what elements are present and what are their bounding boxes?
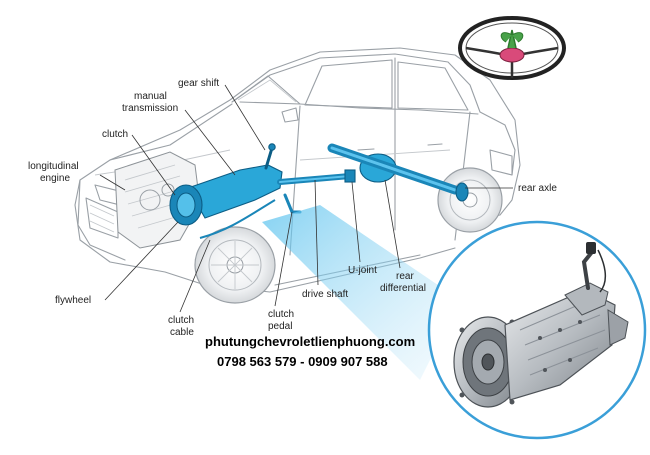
label-flywheel: flywheel bbox=[55, 295, 91, 306]
part-labels: gear shift manual transmission clutch lo… bbox=[28, 78, 557, 338]
car-body bbox=[74, 47, 521, 293]
label-drive-shaft: drive shaft bbox=[302, 289, 348, 300]
transmission-callout bbox=[427, 220, 647, 440]
rear-wheel bbox=[437, 167, 503, 233]
label-clutch-cable-1: clutch bbox=[168, 315, 194, 326]
drivetrain-highlight bbox=[169, 143, 469, 239]
label-manual-transmission-1: manual bbox=[134, 91, 167, 102]
label-rear-differential-1: rear bbox=[396, 271, 414, 282]
label-rear-differential-2: differential bbox=[380, 283, 426, 294]
label-clutch-cable-2: cable bbox=[170, 327, 194, 338]
steering-wheel-plant-logo bbox=[458, 16, 566, 80]
label-clutch-pedal-2: pedal bbox=[268, 321, 292, 332]
front-wheel bbox=[194, 226, 276, 304]
label-manual-transmission-2: transmission bbox=[122, 103, 178, 114]
contact-phones: 0798 563 579 - 0909 907 588 bbox=[217, 354, 388, 369]
leader-lines bbox=[99, 84, 513, 313]
contact-website: phutungchevroletlienphuong.com bbox=[205, 334, 416, 349]
label-gear-shift: gear shift bbox=[178, 78, 219, 89]
callout-beam bbox=[262, 205, 460, 380]
label-u-joint: U-joint bbox=[348, 265, 377, 276]
label-clutch: clutch bbox=[102, 129, 128, 140]
label-rear-axle: rear axle bbox=[518, 183, 557, 194]
label-longitudinal-engine-1: longitudinal bbox=[28, 161, 79, 172]
label-clutch-pedal-1: clutch bbox=[268, 309, 294, 320]
label-longitudinal-engine-2: engine bbox=[40, 173, 70, 184]
